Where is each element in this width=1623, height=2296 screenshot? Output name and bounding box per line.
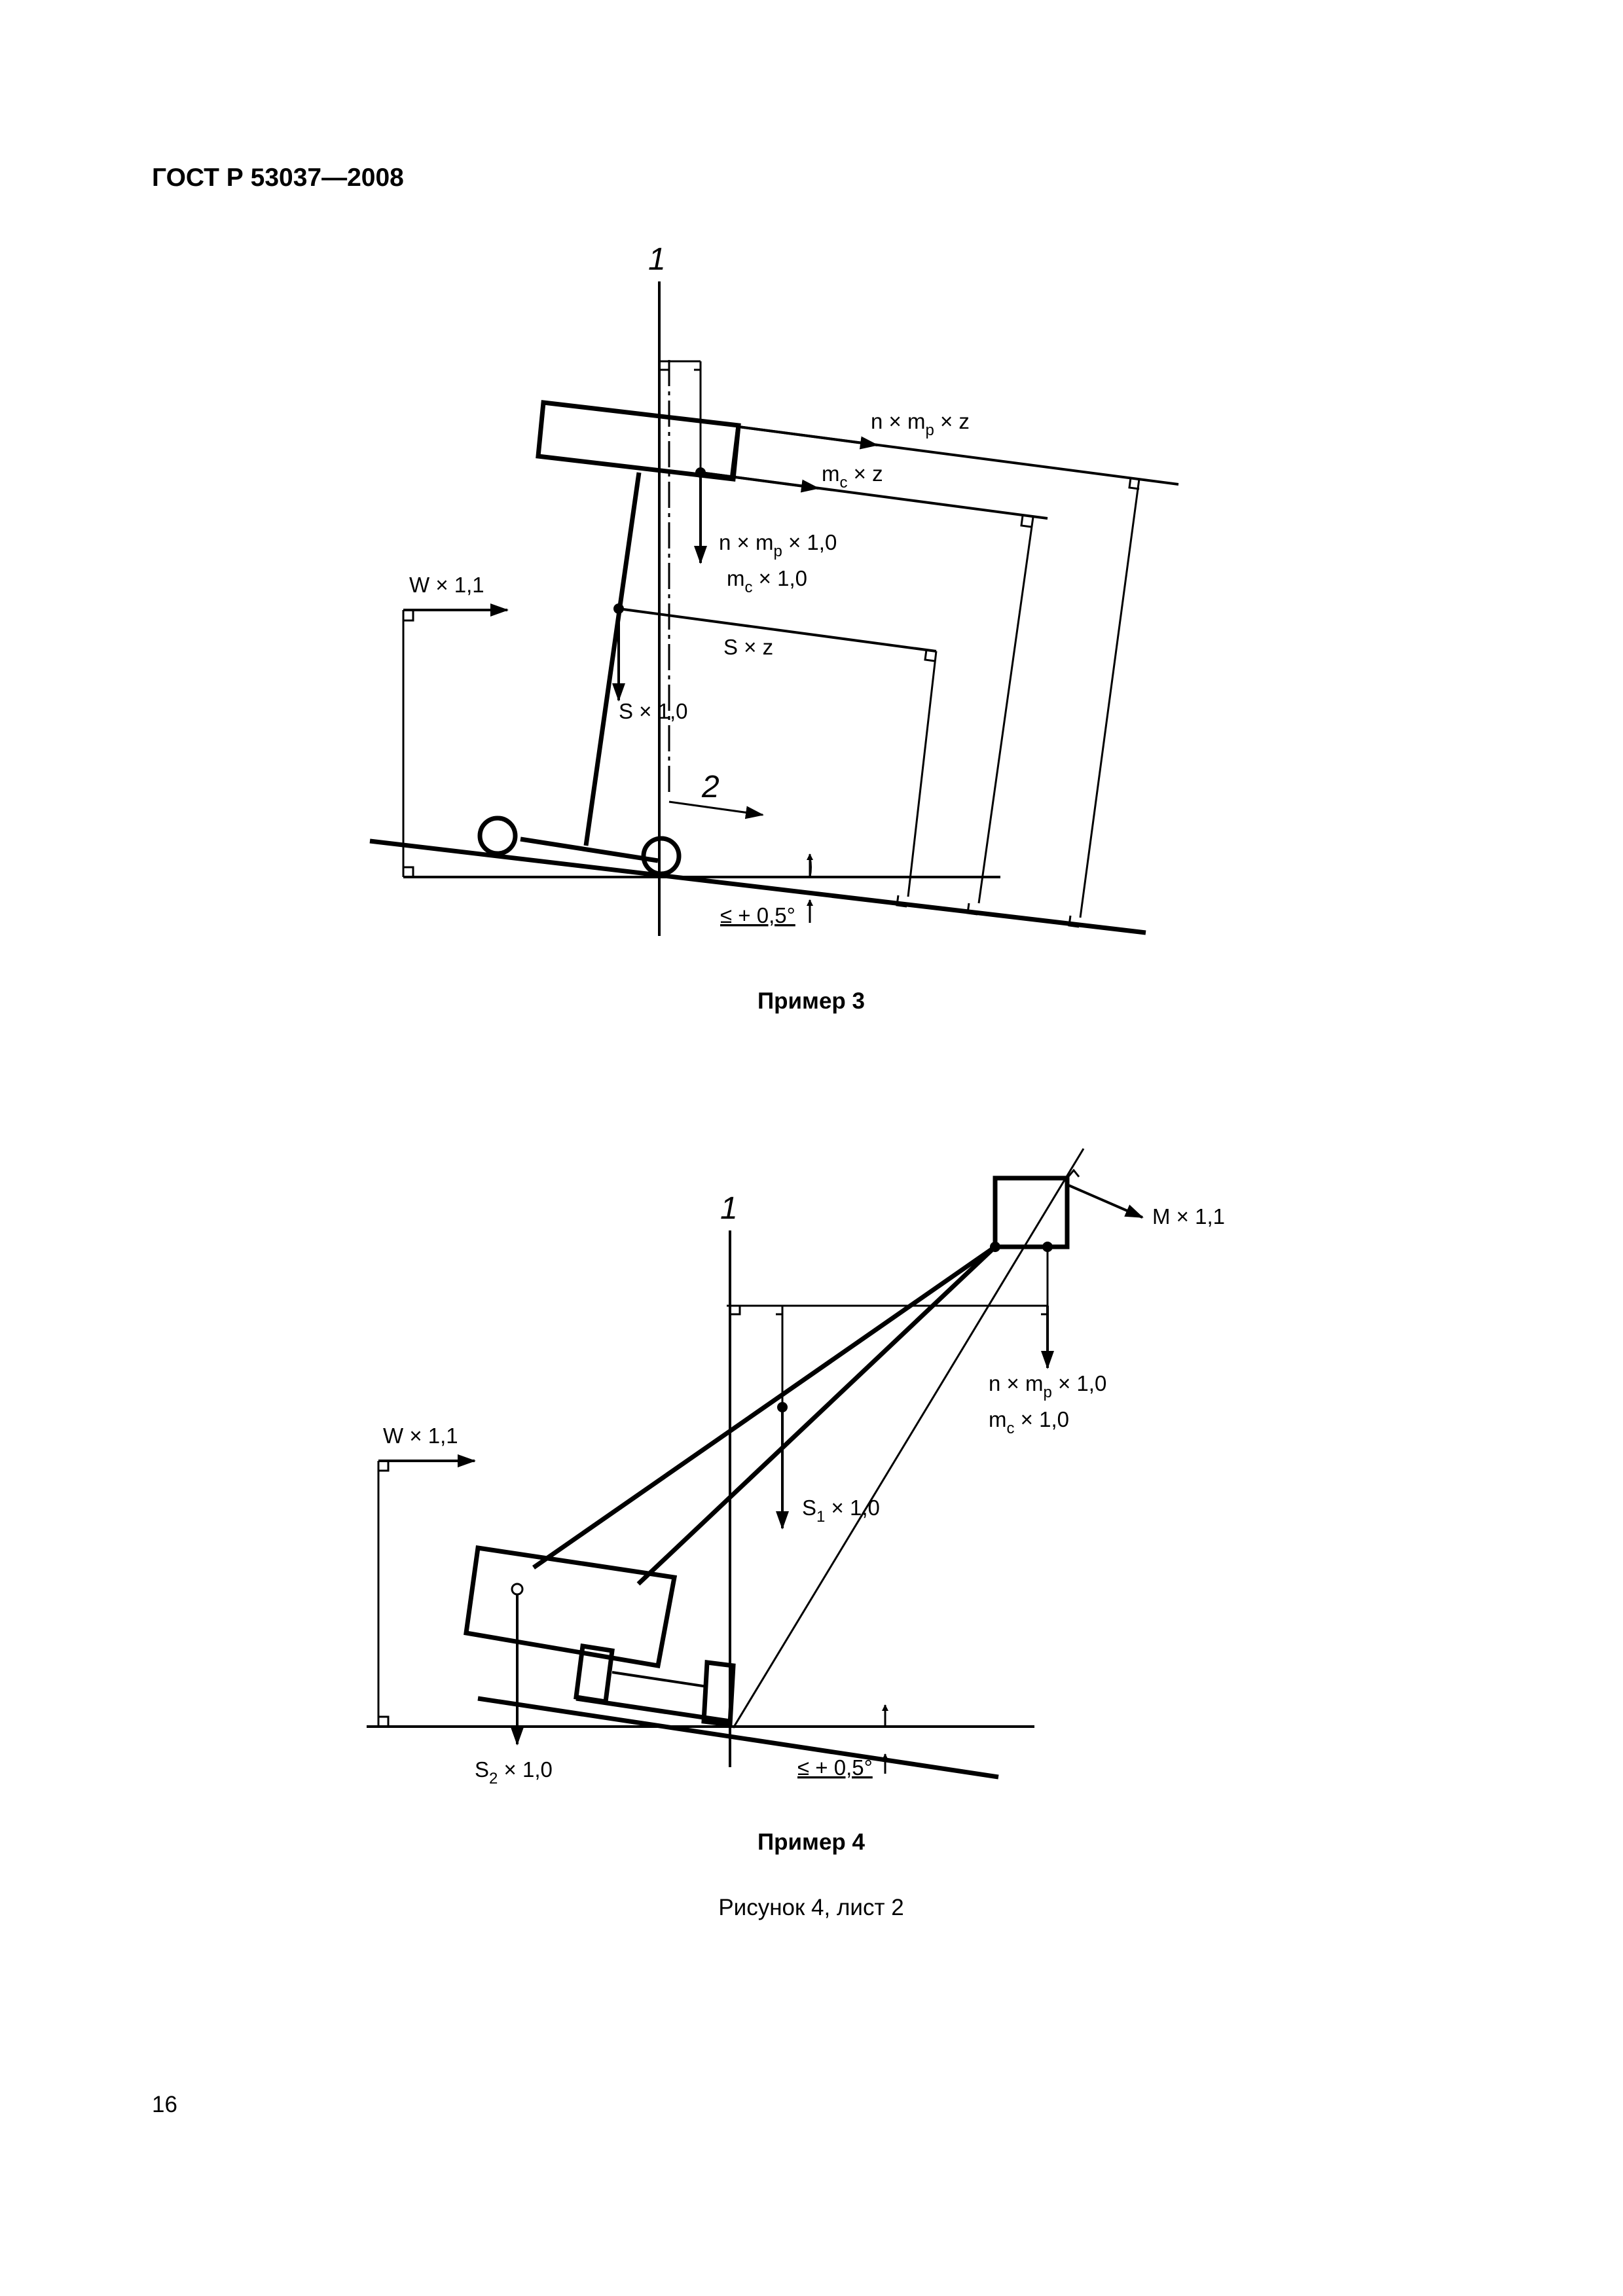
ref-line-right-3 [907, 651, 938, 897]
right-angle-mark [924, 649, 936, 662]
sloped-ground [369, 838, 1146, 935]
right-angle-mark [659, 361, 670, 371]
force-label-n-mp-z: n × mp × z [871, 409, 970, 439]
force-label-n-mp-1: n × mp × 1,0 [989, 1371, 1106, 1401]
chassis [520, 836, 659, 863]
right-angle-mark [378, 1461, 390, 1472]
outrigger [701, 1660, 736, 1727]
force-arrow-mc [700, 471, 820, 493]
right-angle-mark [1128, 477, 1140, 490]
caption-example-4: Пример 4 [757, 1829, 865, 1855]
machine-body [464, 1545, 678, 1669]
direction-label-2: 2 [701, 770, 720, 804]
force-label-w: W × 1,1 [409, 573, 484, 597]
force-arrow-sz [618, 607, 662, 616]
axis-label-1: 1 [720, 1191, 738, 1226]
document-header: ГОСТ Р 53037—2008 [152, 164, 404, 192]
force-label-n-mp-1: n × mp × 1,0 [719, 530, 837, 560]
right-angle-mark [403, 866, 414, 877]
figure-caption: Рисунок 4, лист 2 [718, 1895, 904, 1920]
force-label-mc-1: mc × 1,0 [989, 1407, 1069, 1437]
force-label-s2: S2 × 1,0 [475, 1757, 553, 1787]
boom-extension-line [732, 1148, 1085, 1729]
ref-line-right-2 [977, 516, 1034, 904]
force-arrow-top [738, 425, 879, 450]
boom-upper [532, 1245, 996, 1570]
force-label-s-1: S × 1,0 [619, 699, 688, 723]
right-angle-mark [966, 903, 978, 916]
force-label-mc-1: mc × 1,0 [727, 566, 807, 596]
jib-head-box [993, 1175, 1070, 1249]
force-label-mc-z: mc × z [822, 461, 883, 492]
page-number: 16 [152, 2092, 177, 2117]
force-line-sz [618, 607, 937, 653]
angle-label-4: ≤ + 0,5° [797, 1755, 873, 1780]
ref-line-right-1 [1079, 478, 1140, 918]
right-angle-mark [1020, 515, 1032, 528]
force-label-s1: S1 × 1,0 [802, 1496, 880, 1526]
force-label-w: W × 1,1 [383, 1424, 458, 1448]
chassis-upper [611, 1671, 708, 1688]
right-angle-mark [1068, 915, 1080, 928]
right-angle-mark [730, 1306, 741, 1316]
right-angle-mark [1066, 1168, 1080, 1179]
wheel-left [477, 816, 518, 856]
mast [583, 472, 642, 846]
sloped-ground [477, 1696, 999, 1780]
force-label-s-z: S × z [723, 635, 773, 659]
force-arrow-m [1067, 1183, 1144, 1219]
direction-arrow-2 [668, 800, 764, 819]
boom-lower [636, 1245, 997, 1586]
jib-divider [729, 425, 741, 480]
chassis [575, 1696, 731, 1724]
force-label-m: M × 1,1 [1152, 1204, 1225, 1229]
right-angle-mark [896, 895, 907, 908]
wheel-right [641, 836, 682, 876]
axis-label-1: 1 [648, 242, 666, 277]
right-angle-mark [378, 1715, 390, 1727]
caption-example-3: Пример 3 [757, 988, 865, 1014]
body-cog [511, 1583, 524, 1596]
right-angle-mark [403, 610, 414, 622]
angle-label-3: ≤ + 0,5° [720, 903, 795, 927]
